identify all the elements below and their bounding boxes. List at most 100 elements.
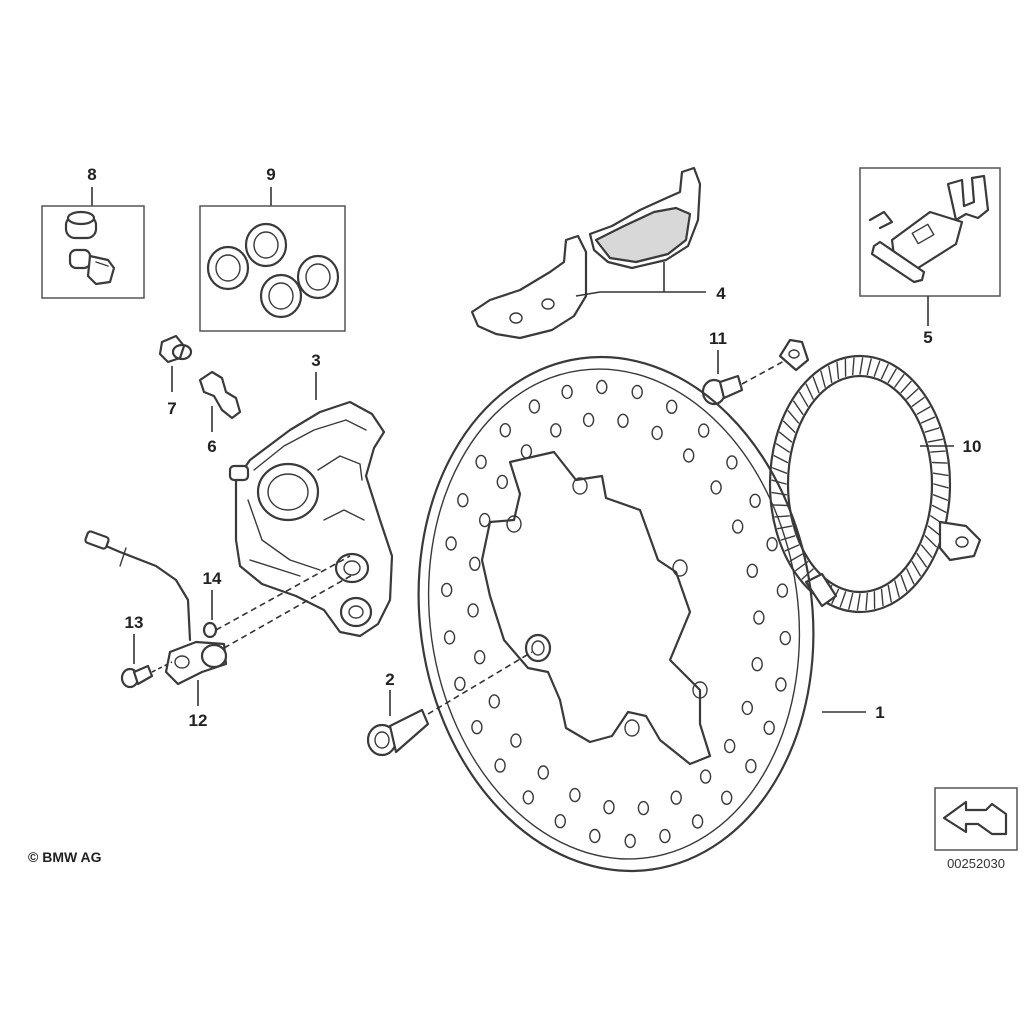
- callout-14: 14: [203, 569, 222, 588]
- part-6-guide-pin: [198, 370, 242, 432]
- disc-hole: [522, 790, 534, 805]
- disc-hole: [651, 425, 663, 441]
- abs-tooth: [812, 376, 820, 394]
- abs-tooth: [932, 494, 948, 501]
- disc-hole: [746, 563, 758, 578]
- disc-hole: [488, 694, 500, 709]
- part-12-abs-sensor: [84, 530, 355, 706]
- disc-hole: [666, 399, 678, 414]
- seal-ring-3: [259, 273, 303, 319]
- abs-tooth: [931, 504, 947, 513]
- seal-ring-2: [244, 222, 288, 268]
- disc-hole: [741, 700, 753, 716]
- spring-clip: [868, 210, 894, 230]
- abs-tooth: [894, 580, 900, 598]
- disc-hole: [603, 800, 615, 815]
- abs-tooth: [779, 431, 793, 443]
- abs-tooth: [848, 592, 854, 610]
- callout-7: 7: [167, 399, 176, 418]
- disc-hole: [496, 474, 508, 490]
- abs-tooth: [927, 525, 941, 537]
- part-13-sensor-screw: [120, 634, 173, 689]
- disc-hole: [457, 493, 469, 508]
- abs-tooth: [900, 574, 908, 592]
- disc-hole: [445, 536, 457, 551]
- disc-hole: [775, 677, 787, 692]
- abs-tooth: [920, 416, 936, 424]
- disc-hole: [698, 423, 710, 438]
- seal-ring-4: [296, 254, 340, 300]
- disc-hole: [474, 650, 486, 665]
- brake-pad-rear: [470, 234, 588, 340]
- disc-hole: [776, 583, 789, 598]
- abs-tooth: [773, 455, 789, 464]
- abs-tooth: [924, 427, 940, 433]
- disc-hole: [732, 519, 744, 534]
- callout-5: 5: [923, 328, 932, 347]
- disc-hole: [766, 537, 778, 552]
- abs-tooth: [932, 472, 949, 477]
- copyright-text: © BMW AG: [28, 849, 102, 865]
- part-2-disc-screw: [366, 651, 533, 757]
- abs-tooth: [866, 358, 872, 376]
- abs-tooth: [927, 438, 943, 443]
- disc-hole: [475, 454, 487, 470]
- direction-arrow-icon: [934, 787, 1018, 851]
- abs-tooth: [820, 370, 826, 388]
- callout-11: 11: [709, 329, 727, 348]
- disc-hole: [499, 423, 511, 438]
- abs-tooth: [777, 525, 793, 530]
- callout-4: 4: [716, 284, 726, 303]
- abs-tooth: [887, 368, 897, 384]
- abs-tooth: [906, 388, 919, 400]
- abs-tooth: [900, 380, 912, 394]
- part-3-brake-caliper: [228, 372, 394, 638]
- abs-tooth: [799, 391, 809, 407]
- abs-ring-teeth: [771, 357, 949, 611]
- abs-tooth: [906, 568, 915, 585]
- abs-tooth: [787, 410, 800, 424]
- abs-tooth: [856, 593, 861, 611]
- disc-hole: [589, 828, 601, 844]
- disc-hole: [561, 384, 573, 400]
- abs-tooth: [772, 504, 789, 507]
- abs-tooth: [931, 461, 948, 464]
- part-9-box: [199, 205, 346, 332]
- part-14-washer: [202, 555, 351, 639]
- abs-tooth: [772, 467, 788, 474]
- brake-pad-front: [588, 166, 702, 270]
- abs-tooth: [839, 591, 847, 608]
- disc-hole: [749, 493, 761, 508]
- abs-tooth: [859, 357, 864, 375]
- callout-9: 9: [266, 165, 275, 184]
- disc-hole: [471, 720, 483, 735]
- abs-tooth: [780, 535, 796, 541]
- part-1-brake-disc: [417, 355, 866, 873]
- disc-hole: [745, 758, 757, 774]
- disc-hole: [710, 480, 722, 495]
- disc-hole: [569, 787, 581, 803]
- callout-8: 8: [87, 165, 96, 184]
- disc-hole: [691, 814, 704, 829]
- disc-hole: [617, 413, 629, 428]
- abs-tooth: [933, 483, 949, 489]
- disc-hole: [753, 610, 765, 625]
- abs-tooth: [916, 553, 927, 568]
- disc-hole: [554, 814, 566, 829]
- disc-hole: [454, 676, 466, 691]
- abs-tooth: [775, 443, 790, 453]
- disc-hole: [537, 765, 549, 780]
- abs-tooth: [911, 561, 921, 577]
- abs-tooth: [924, 535, 937, 548]
- disc-carrier-cutout: [480, 450, 712, 766]
- part-5-group: [859, 167, 1001, 326]
- abs-tooth: [916, 406, 931, 415]
- pad-pin: [870, 240, 926, 284]
- drawing-number: 00252030: [947, 856, 1005, 871]
- disc-hole: [683, 448, 695, 463]
- seal-ring-1: [206, 245, 250, 291]
- disc-hole: [494, 758, 506, 773]
- disc-inner-edge: [427, 368, 801, 860]
- abs-tooth: [873, 360, 881, 377]
